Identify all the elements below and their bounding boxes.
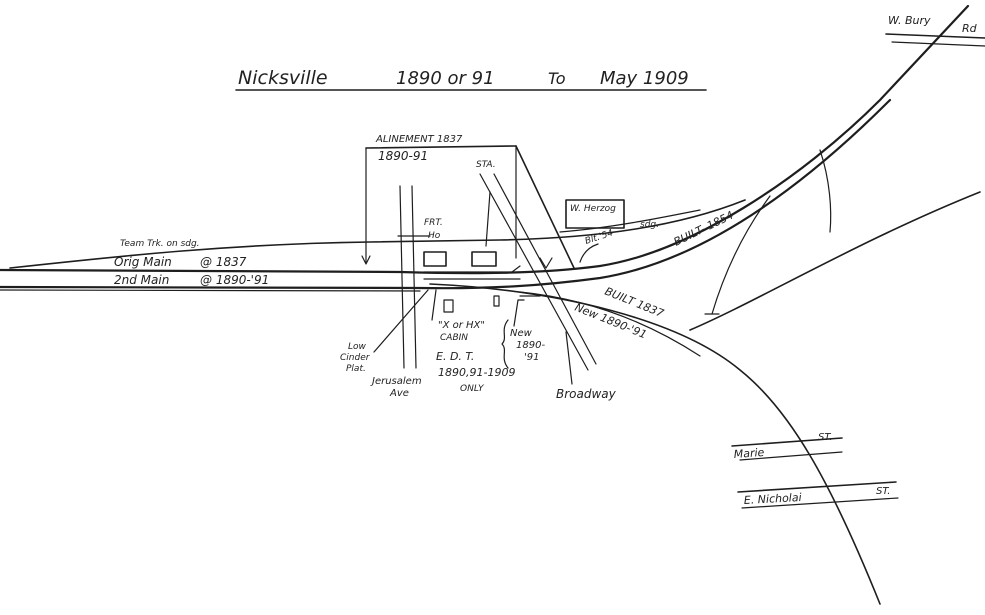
blt-54-label: Blt.'54 xyxy=(584,228,615,247)
title-to: May 1909 xyxy=(600,68,689,89)
station-building xyxy=(471,251,497,267)
station-notes: Low Cinder Plat. "X or HX" CABIN E. D. T… xyxy=(340,289,545,394)
new-1890-label-1: New xyxy=(510,328,533,339)
alinement-old-label: ALINEMENT 1837 xyxy=(375,134,463,145)
marie-label: Marie xyxy=(733,446,765,461)
marie-line-1 xyxy=(731,437,843,447)
sdg-label: sdg. xyxy=(640,220,659,230)
east-spur-upper xyxy=(819,149,832,233)
title-from: 1890 or 91 xyxy=(396,68,495,89)
low-cinder-2: Cinder xyxy=(340,353,371,363)
blt-54-pointer xyxy=(579,243,599,263)
new-1890-brace xyxy=(501,319,509,369)
jerusalem-line-1 xyxy=(399,185,405,369)
orig-main-year: @ 1837 xyxy=(200,255,247,269)
second-main-edge xyxy=(0,289,421,292)
jerusalem-line-2 xyxy=(411,185,417,369)
jerusalem-ave: Jerusalem Ave xyxy=(370,185,431,399)
sta-label: STA. xyxy=(476,160,496,170)
street-w-bury-rd: W. Bury Rd xyxy=(885,14,985,47)
w-bury-line-2 xyxy=(891,41,985,47)
marie-st-label: ST. xyxy=(818,432,832,443)
nicholai-st-label: ST. xyxy=(876,486,890,497)
w-bury-label: W. Bury xyxy=(888,14,931,27)
frt-label-2: Ho xyxy=(428,231,441,241)
low-cinder-3: Plat. xyxy=(346,364,366,374)
street-e-nicholai-st: E. Nicholai ST. xyxy=(737,481,899,509)
herzog-siding xyxy=(559,209,701,233)
team-track-label: Team Trk. on sdg. xyxy=(120,239,200,249)
broadway-line-2 xyxy=(493,173,597,365)
edt-label-1: E. D. T. xyxy=(436,350,474,363)
track-built-1837 xyxy=(429,283,881,605)
herzog-building xyxy=(565,199,625,229)
station-siding xyxy=(423,265,521,273)
alinement-diagonal xyxy=(515,145,575,269)
second-main-label: 2nd Main xyxy=(114,273,169,287)
jerusalem-label-2: Ave xyxy=(389,388,409,399)
main-tracks xyxy=(0,4,981,605)
new-1890-label-3: '91 xyxy=(524,352,539,363)
herzog-label: W. Herzog xyxy=(570,204,616,214)
station-area: STA. FRT. Ho W. Herzog sdg. xyxy=(423,160,659,313)
title-place: Nicksville xyxy=(238,67,328,89)
orig-main-label: Orig Main xyxy=(114,255,172,269)
orig-main-track xyxy=(0,4,970,275)
broadway-pointer xyxy=(565,331,573,385)
edt-label-2: 1890,91-1909 xyxy=(438,366,515,379)
rd-label: Rd xyxy=(962,22,978,35)
small-structure xyxy=(493,295,500,307)
sta-pointer xyxy=(485,191,491,247)
cabin-pointer xyxy=(431,289,437,321)
frt-label-1: FRT. xyxy=(424,218,443,228)
cabin-label-1: "X or HX" xyxy=(438,320,485,331)
alinement-arrowhead-left xyxy=(361,255,371,265)
low-cinder-pointer xyxy=(373,289,429,353)
nicholai-label: E. Nicholai xyxy=(743,491,801,507)
street-marie-st: Marie ST. xyxy=(731,432,843,461)
broadway: Broadway xyxy=(479,173,617,401)
new-1890-pointer xyxy=(513,299,525,327)
alinement-bracket-top xyxy=(365,145,517,149)
team-track-siding xyxy=(9,199,746,269)
broadway-line-1 xyxy=(479,173,589,371)
marie-line-2 xyxy=(739,451,843,461)
w-bury-line-1 xyxy=(885,33,985,39)
title-block: Nicksville 1890 or 91 To May 1909 xyxy=(235,67,707,91)
nicholai-line-2 xyxy=(741,497,899,509)
alinement-note: ALINEMENT 1837 1890-91 xyxy=(361,134,575,269)
jerusalem-label-1: Jerusalem xyxy=(370,376,422,387)
nicholai-line-1 xyxy=(737,481,897,493)
title-to-word: To xyxy=(548,69,566,88)
wye-curve-east xyxy=(689,191,981,331)
low-cinder-1: Low xyxy=(348,342,367,352)
cabin-label-2: CABIN xyxy=(440,333,468,343)
east-spur-stub xyxy=(711,195,771,315)
second-main-year: @ 1890-'91 xyxy=(200,273,269,287)
alinement-new-label: 1890-91 xyxy=(378,149,428,163)
new-1890-label-2: 1890- xyxy=(516,340,545,351)
alinement-arrowhead-right xyxy=(539,257,553,269)
edt-label-3: ONLY xyxy=(460,384,485,394)
freight-house xyxy=(423,251,447,267)
broadway-label: Broadway xyxy=(556,387,617,401)
cabin-building xyxy=(443,299,454,313)
